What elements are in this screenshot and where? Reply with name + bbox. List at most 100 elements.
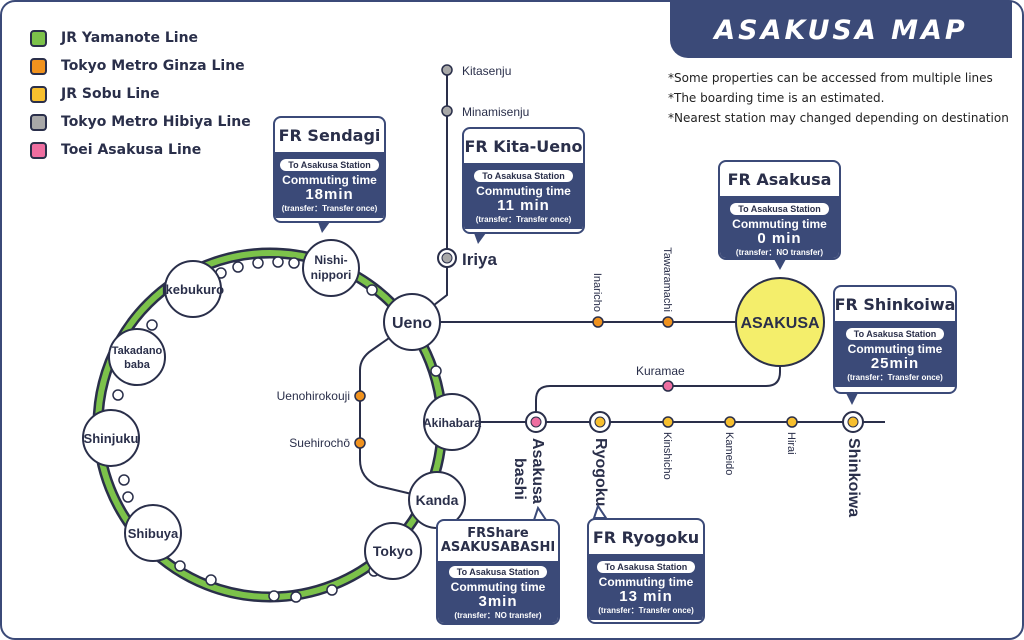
kanda-label: Kanda <box>416 492 459 508</box>
suehirocho-label: Suehirochō <box>289 436 350 450</box>
card-title-line-2: ASAKUSABASHI <box>440 540 556 555</box>
kitasenju-dot <box>441 64 453 76</box>
kinshicho-label: Kinshicho <box>661 432 673 480</box>
hirai-label: Hirai <box>785 432 797 455</box>
asakusabashi-label-1: Asakusa <box>529 438 546 504</box>
card-transfer-note: (transfer：Transfer once) <box>281 204 378 213</box>
inaricho-label: Inaricho <box>591 273 603 312</box>
suehirocho-dot <box>354 437 366 449</box>
uenohirokouji-label: Uenohirokouji <box>277 389 350 403</box>
note-3: *Nearest station may changed depending o… <box>668 111 1009 125</box>
hibiya-line <box>411 70 448 323</box>
nishinippori-label-2: nippori <box>311 268 352 282</box>
akihabara-station <box>423 393 481 451</box>
legend-label: Tokyo Metro Hibiya Line <box>61 114 251 130</box>
card-time-label: Commuting time <box>732 217 827 231</box>
iriya-label: Iriya <box>462 250 498 269</box>
shibuya-label: Shibuya <box>128 526 179 541</box>
ryogoku-label: Ryogoku <box>592 438 609 506</box>
shinkoiwa-label: Shinkoiwa <box>845 438 862 517</box>
card-body: To Asakusa Station Commuting time 25min … <box>835 321 955 387</box>
ueno-station <box>383 293 441 351</box>
kitasenju-label: Kitasenju <box>462 64 511 78</box>
asakusabashi-dot <box>530 416 542 428</box>
minamisenju-label: Minamisenju <box>462 105 529 119</box>
legend-item: Toei Asakusa Line <box>30 136 251 164</box>
nishinippori-station <box>302 239 360 297</box>
kuramae-label: Kuramae <box>636 364 685 378</box>
inaricho-dot <box>592 316 604 328</box>
card-transfer-note: (transfer：NO transfer) <box>454 611 542 620</box>
card-title: FRShare ASAKUSABASHI <box>438 521 558 561</box>
nishinippori-label-1: Nishi- <box>314 253 347 267</box>
card-destination: To Asakusa Station <box>730 203 829 215</box>
takadanobaba-station <box>108 328 166 386</box>
tokyo-station <box>364 522 422 580</box>
legend-swatch <box>30 29 47 47</box>
card-body: To Asakusa Station Commuting time 3min (… <box>438 561 558 623</box>
card-asakusa[interactable]: FR Asakusa To Asakusa Station Commuting … <box>718 160 841 260</box>
ikebukuro-station <box>164 260 222 318</box>
notes: *Some properties can be accessed from mu… <box>668 68 1009 128</box>
card-time: 3min <box>478 593 518 610</box>
note-1: *Some properties can be accessed from mu… <box>668 71 993 85</box>
card-body: To Asakusa Station Commuting time 0 min … <box>720 196 839 258</box>
card-title: FR Shinkoiwa <box>834 294 956 314</box>
asakusa-card-tail <box>774 259 786 270</box>
kitaueno-card-tail <box>474 233 486 244</box>
tawaramachi-label: Tawaramachi <box>661 247 673 312</box>
card-time-label: Commuting time <box>476 184 571 198</box>
minamisenju-dot <box>441 105 453 117</box>
shinjuku-label: Shinjuku <box>84 431 139 446</box>
card-destination: To Asakusa Station <box>448 566 548 578</box>
card-body: To Asakusa Station Commuting time 11 min… <box>464 163 583 229</box>
shinjuku-station <box>82 409 140 467</box>
legend-swatch <box>30 113 47 131</box>
uenohirokouji-dot <box>354 390 366 402</box>
asakusa-line <box>535 322 781 422</box>
legend-item: Tokyo Metro Hibiya Line <box>30 108 251 136</box>
card-time: 25min <box>870 355 920 372</box>
card-time-label: Commuting time <box>450 580 546 594</box>
card-time-label: Commuting time <box>282 173 377 187</box>
hirai-dot <box>786 416 798 428</box>
kameido-label: Kameido <box>723 432 735 475</box>
ueno-label: Ueno <box>392 315 432 332</box>
card-time: 11 min <box>497 197 550 214</box>
card-body: To Asakusa Station Commuting time 13 min… <box>589 554 703 620</box>
sendagi-card-tail <box>318 222 330 233</box>
card-time-label: Commuting time <box>598 575 694 589</box>
legend-label: JR Yamanote Line <box>61 30 199 46</box>
card-shinkoiwa[interactable]: FR Shinkoiwa To Asakusa Station Commutin… <box>833 285 957 394</box>
card-time: 13 min <box>619 588 673 605</box>
card-title: FR Sendagi <box>278 125 381 145</box>
card-title: FR Kita-Ueno <box>464 136 583 156</box>
legend-item: JR Sobu Line <box>30 80 251 108</box>
kinshicho-dot <box>662 416 674 428</box>
iriya-dot <box>441 252 453 264</box>
akihabara-label: Akihabara <box>423 416 481 430</box>
legend: JR Yamanote Line Tokyo Metro Ginza Line … <box>30 24 251 164</box>
card-asakusabashi[interactable]: FRShare ASAKUSABASHI To Asakusa Station … <box>436 519 560 625</box>
card-transfer-note: (transfer：Transfer once) <box>598 606 694 615</box>
ikebukuro-label: Ikebukuro <box>162 282 224 297</box>
card-time: 18min <box>305 186 354 203</box>
tokyo-label: Tokyo <box>373 543 413 559</box>
ryogoku-card-tail <box>592 503 608 519</box>
card-body: To Asakusa Station Commuting time 18min … <box>275 152 384 218</box>
card-title-line-1: FRShare <box>467 526 529 541</box>
note-2: *The boarding time is an estimated. <box>668 91 885 105</box>
legend-swatch <box>30 141 47 159</box>
card-title: FR Ryogoku <box>592 527 700 547</box>
card-destination: To Asakusa Station <box>474 170 573 182</box>
card-kita-ueno[interactable]: FR Kita-Ueno To Asakusa Station Commutin… <box>462 127 585 234</box>
card-ryogoku[interactable]: FR Ryogoku To Asakusa Station Commuting … <box>587 518 705 624</box>
kameido-dot <box>724 416 736 428</box>
legend-item: Tokyo Metro Ginza Line <box>30 52 251 80</box>
card-title: FR Asakusa <box>727 169 832 189</box>
shinkoiwa-card-tail <box>846 393 858 405</box>
card-sendagi[interactable]: FR Sendagi To Asakusa Station Commuting … <box>273 116 386 223</box>
